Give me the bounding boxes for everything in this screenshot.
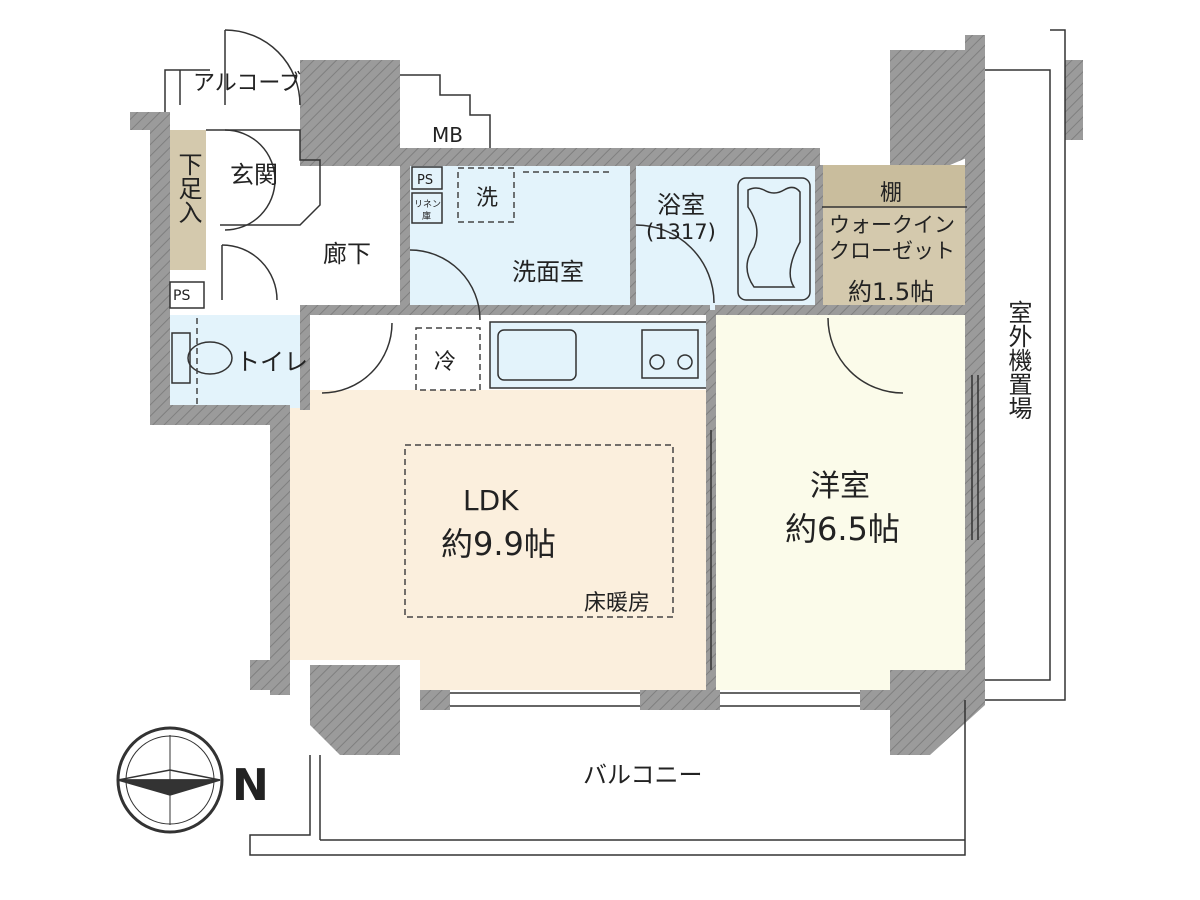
linen-label-1: リネン bbox=[414, 199, 441, 210]
outdoor-unit-label: 室外機置場 bbox=[1004, 300, 1032, 420]
room-labels: アルコーブ MB 玄関 下足入 PS PS 廊下 洗 リネン 庫 洗面室 浴室 … bbox=[173, 71, 1032, 811]
compass-north-letter: N bbox=[232, 760, 269, 811]
floor-heating-label: 床暖房 bbox=[584, 591, 650, 616]
linen-label-2: 庫 bbox=[422, 210, 431, 222]
bathroom-size-label: (1317) bbox=[646, 220, 716, 244]
hallway-label: 廊下 bbox=[323, 240, 371, 268]
ldk-area: 約9.9帖 bbox=[441, 525, 556, 563]
toilet-floor bbox=[170, 315, 308, 408]
balcony-label: バルコニー bbox=[583, 761, 703, 789]
walls bbox=[130, 35, 1083, 755]
western-room-area: 約6.5帖 bbox=[785, 510, 900, 548]
closet-shelf-band bbox=[822, 165, 967, 207]
washer-label: 洗 bbox=[476, 186, 498, 211]
toilet-label: トイレ bbox=[236, 348, 308, 376]
walkin-closet-area: 約1.5帖 bbox=[848, 278, 934, 306]
genkan-label: 玄関 bbox=[230, 161, 278, 189]
fridge-label: 冷 bbox=[434, 350, 456, 375]
outlines bbox=[164, 29, 1066, 856]
mb-label: MB bbox=[432, 123, 463, 147]
ps-top-label: PS bbox=[417, 173, 433, 188]
western-room-name: 洋室 bbox=[810, 469, 870, 504]
shelf-label: 棚 bbox=[880, 181, 902, 206]
dashed-lines bbox=[196, 167, 674, 618]
washroom-label: 洗面室 bbox=[512, 258, 584, 286]
shoe-storage bbox=[170, 130, 206, 270]
walkin-closet-label-2: クローゼット bbox=[829, 239, 955, 263]
bathroom-floor bbox=[635, 165, 820, 313]
western-room-floor bbox=[715, 312, 967, 690]
door-swings bbox=[221, 29, 904, 394]
bathroom-label: 浴室 bbox=[657, 191, 705, 219]
ldk-floor bbox=[290, 390, 710, 690]
alcove-label: アルコーブ bbox=[193, 71, 301, 96]
walkin-closet-label-1: ウォークイン bbox=[829, 213, 955, 237]
ps-left-label: PS bbox=[173, 288, 190, 304]
ldk-name: LDK bbox=[463, 484, 519, 517]
shoe-storage-label: 下足入 bbox=[174, 152, 202, 224]
kitchen-counter bbox=[489, 321, 709, 389]
washroom-floor bbox=[408, 165, 635, 313]
compass-icon bbox=[116, 726, 224, 834]
